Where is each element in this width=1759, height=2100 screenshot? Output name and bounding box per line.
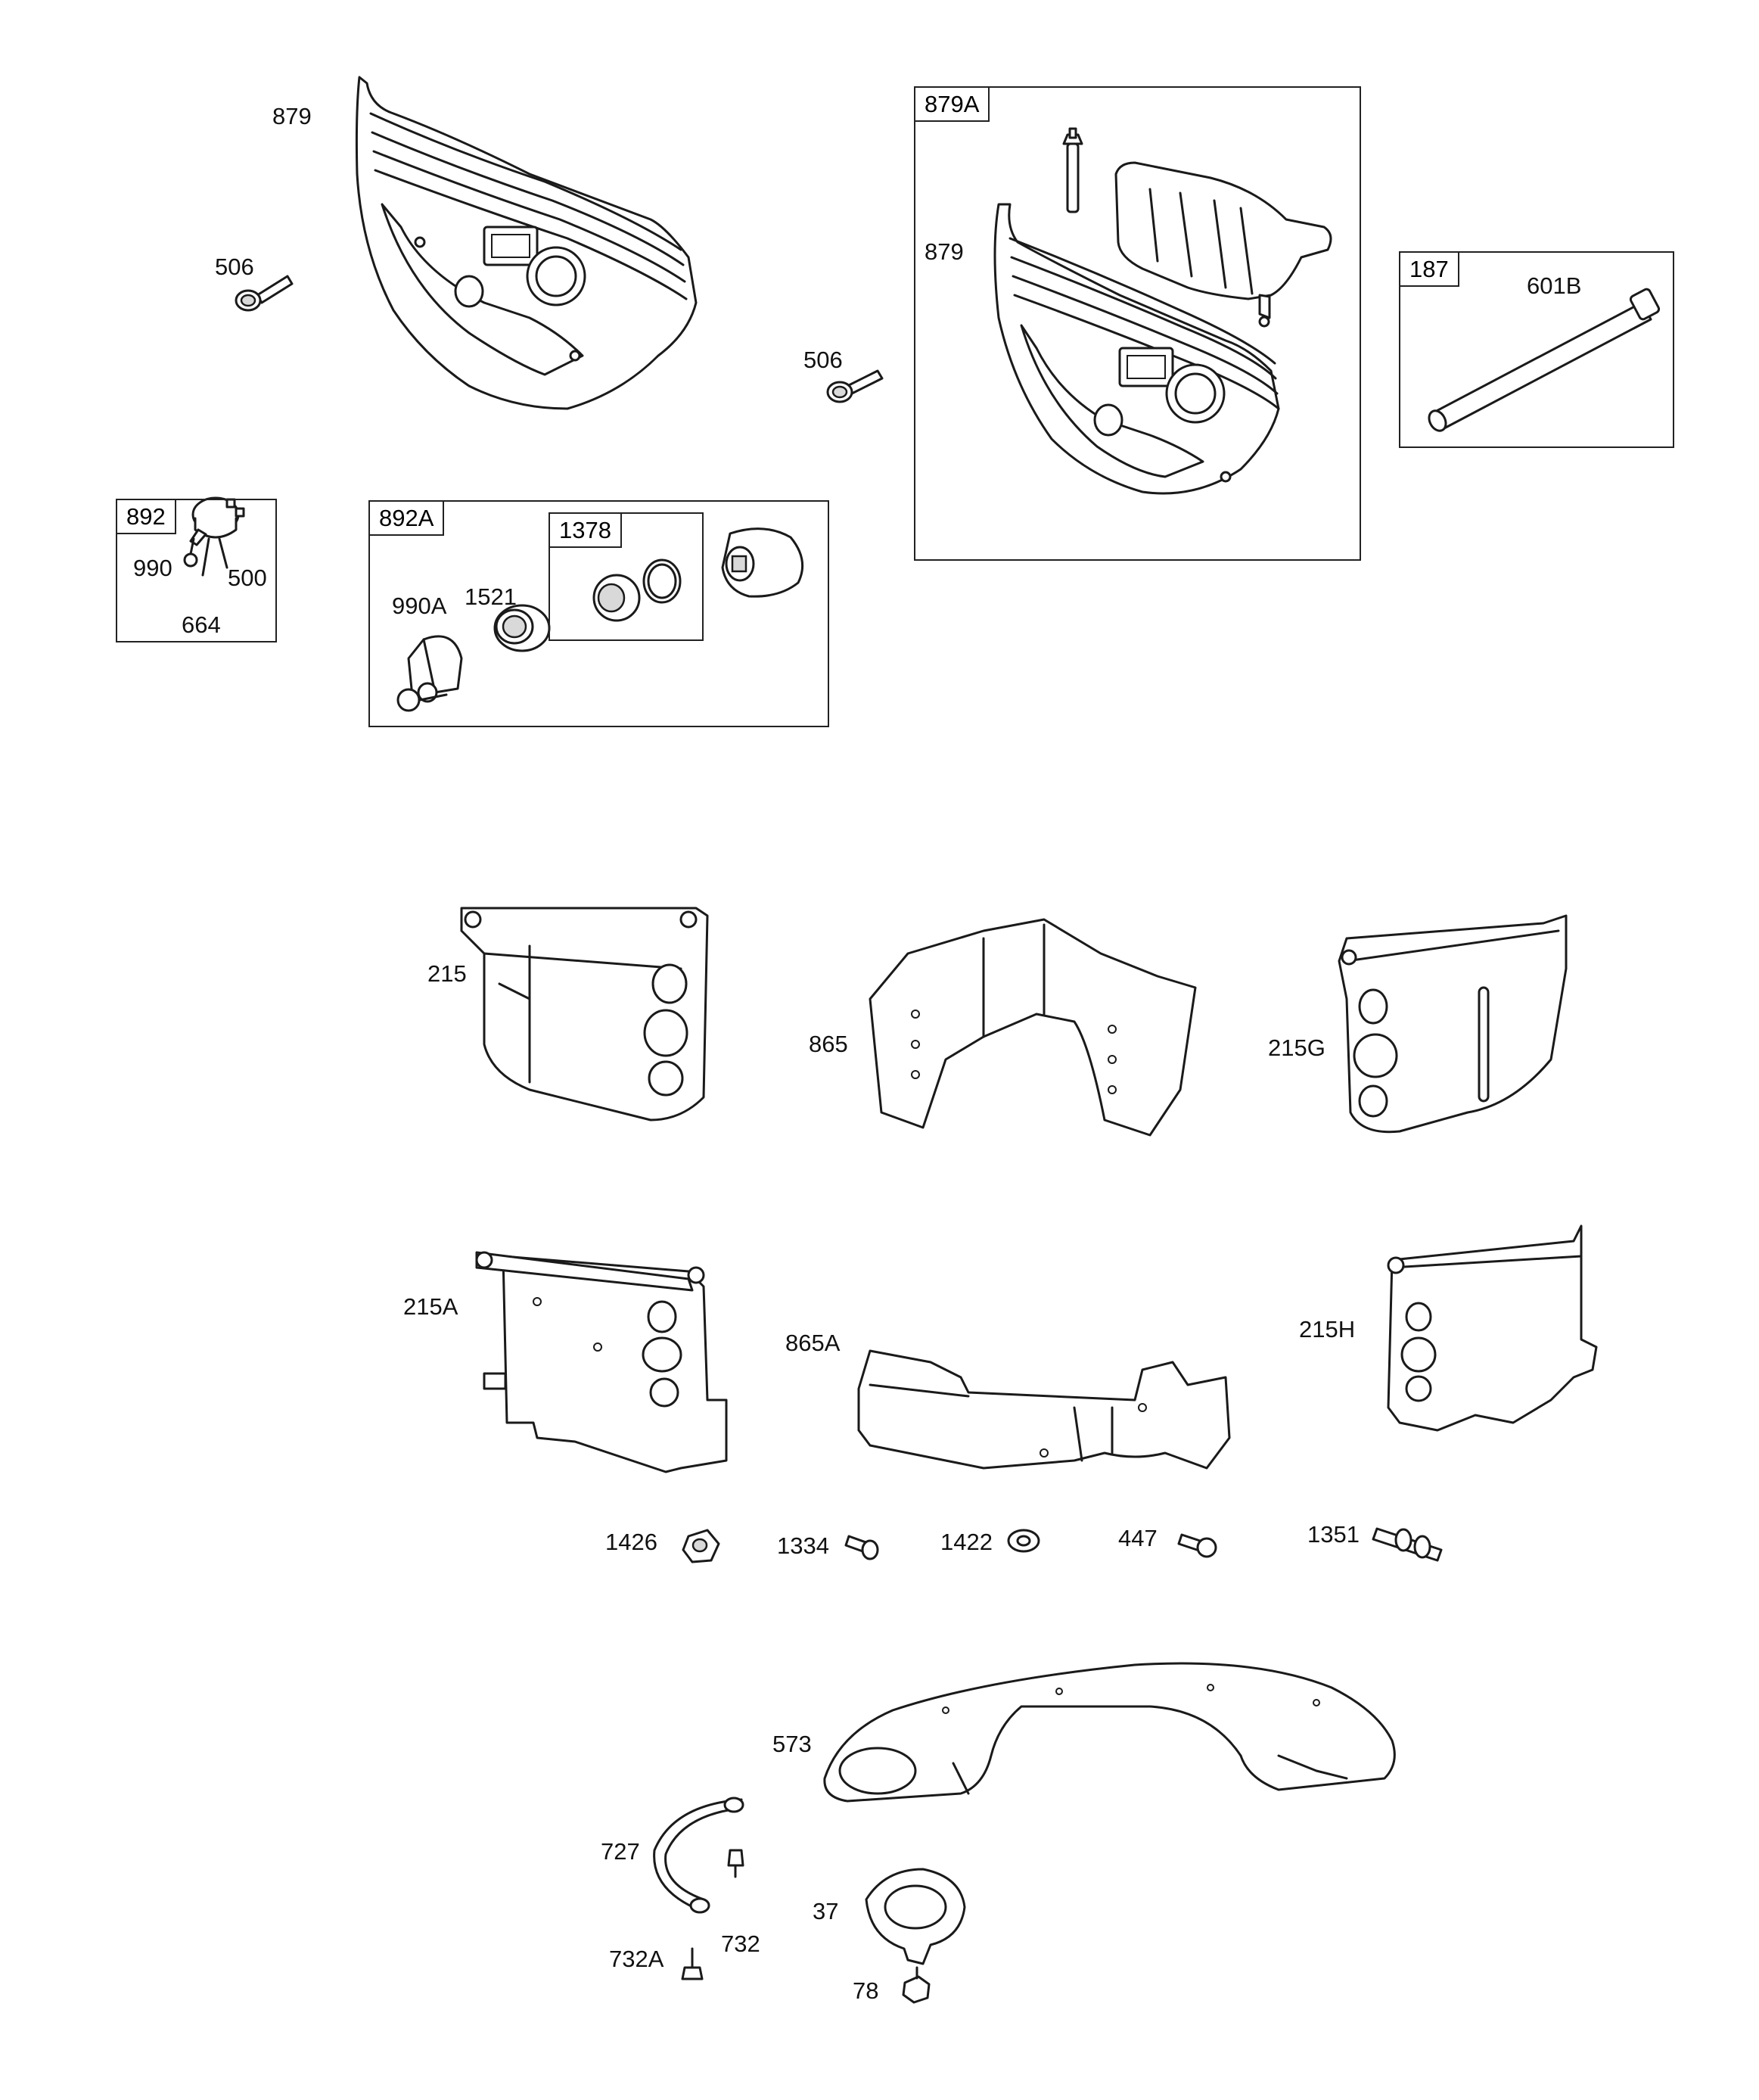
shroud-215G xyxy=(1338,914,1568,1134)
control-panel-879A xyxy=(993,203,1280,495)
callout-500: 500 xyxy=(228,565,267,591)
callout-865: 865 xyxy=(809,1031,848,1057)
group-label-187: 187 xyxy=(1400,253,1459,287)
callout-215G: 215G xyxy=(1268,1034,1325,1061)
bezel-1521 xyxy=(493,604,551,652)
pin xyxy=(1062,127,1083,213)
callout-215A: 215A xyxy=(403,1293,458,1320)
group-box-892A: 892A xyxy=(368,500,829,727)
group-box-892: 892 xyxy=(116,499,277,642)
group-label-892A: 892A xyxy=(370,502,445,536)
shroud-865A xyxy=(857,1349,1231,1470)
nut-1378 xyxy=(592,574,641,622)
callout-1334: 1334 xyxy=(777,1532,829,1559)
callout-1351: 1351 xyxy=(1307,1521,1360,1548)
shroud-865 xyxy=(869,918,1197,1137)
callout-664: 664 xyxy=(182,611,221,638)
group-box-879A: 879A xyxy=(914,86,1361,561)
callout-865A: 865A xyxy=(785,1330,841,1356)
group-box-1378: 1378 xyxy=(549,512,704,641)
callout-1521: 1521 xyxy=(465,583,517,610)
tank xyxy=(1114,161,1332,328)
group-box-187: 187 xyxy=(1399,251,1674,448)
group-label-879A: 879A xyxy=(915,88,990,122)
washer-1422 xyxy=(1007,1529,1040,1553)
plate-215H xyxy=(1387,1224,1598,1432)
gasket-37 xyxy=(865,1868,966,1965)
shroud-215 xyxy=(460,907,709,1122)
screw-1334 xyxy=(844,1535,879,1560)
key-990A xyxy=(396,635,463,712)
control-panel-879 xyxy=(355,76,698,410)
callout-215H: 215H xyxy=(1299,1316,1356,1342)
nut-1426 xyxy=(682,1529,720,1563)
grommet-506-left xyxy=(235,275,294,312)
ring-1378 xyxy=(642,558,682,604)
group-label-1378: 1378 xyxy=(550,514,622,548)
callout-879-top: 879 xyxy=(272,103,312,129)
callout-879-box: 879 xyxy=(925,238,964,265)
group-label-892: 892 xyxy=(117,500,176,534)
screw-732A xyxy=(681,1947,704,1980)
key-switch-892 xyxy=(183,496,245,577)
plate-573 xyxy=(823,1662,1396,1803)
tube-601B xyxy=(1428,288,1661,432)
nut-78 xyxy=(902,1966,931,2004)
callout-447: 447 xyxy=(1118,1525,1158,1551)
callout-990A: 990A xyxy=(392,593,447,619)
screw-732 xyxy=(727,1849,744,1878)
callout-732: 732 xyxy=(721,1930,760,1957)
bolt-447 xyxy=(1177,1533,1217,1558)
callout-78: 78 xyxy=(853,1977,879,2004)
switch-892A xyxy=(721,527,804,598)
callout-37: 37 xyxy=(813,1898,839,1924)
callout-573: 573 xyxy=(772,1731,812,1757)
plate-215A xyxy=(475,1251,728,1473)
callout-506-left: 506 xyxy=(215,254,254,280)
strap-727 xyxy=(653,1797,744,1914)
callout-1426: 1426 xyxy=(605,1529,657,1555)
callout-990: 990 xyxy=(133,555,172,581)
callout-727: 727 xyxy=(601,1838,640,1865)
callout-215: 215 xyxy=(427,960,467,987)
callout-732A: 732A xyxy=(609,1946,664,1972)
callout-601B: 601B xyxy=(1527,272,1582,299)
callout-1422: 1422 xyxy=(940,1529,993,1555)
callout-506-mid: 506 xyxy=(803,347,843,373)
grommet-506-mid xyxy=(826,369,884,403)
stud-1351 xyxy=(1372,1527,1443,1562)
